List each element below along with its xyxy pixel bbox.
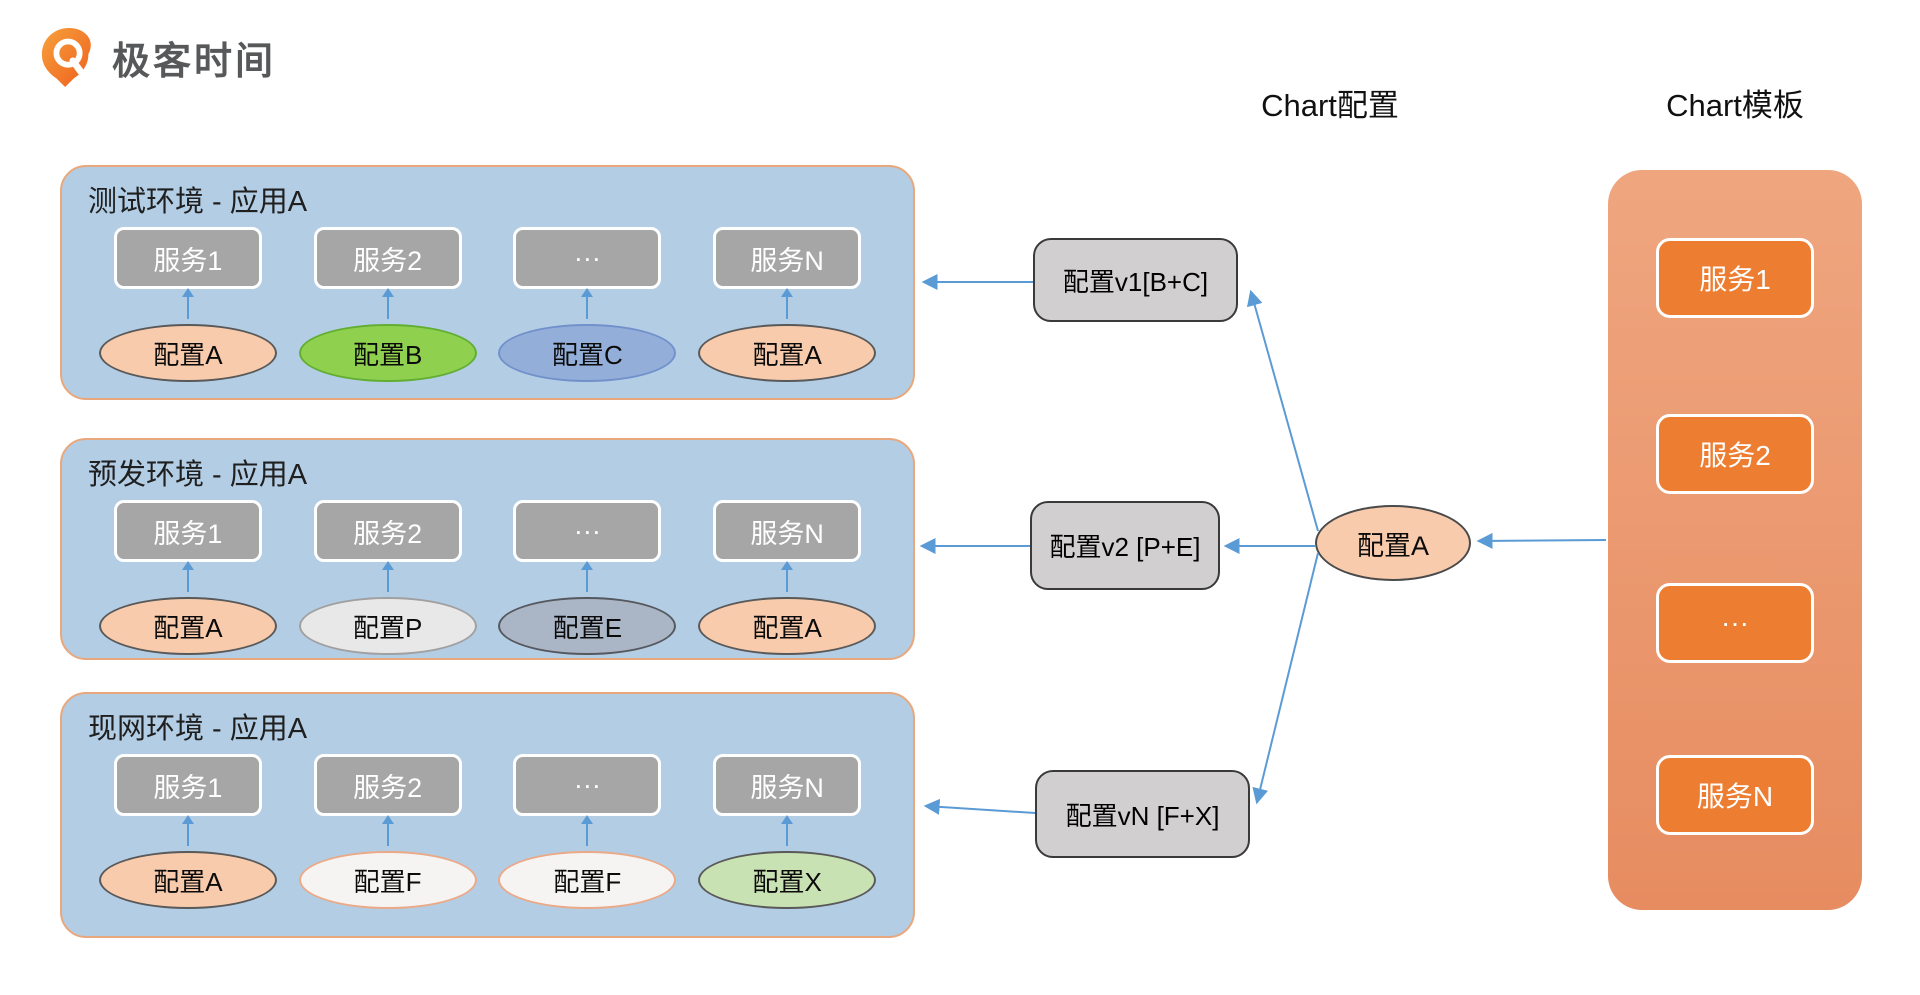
config-ellipse: 配置A	[98, 597, 277, 655]
template-service-box: 服务N	[1656, 755, 1814, 835]
chart-config-header: Chart配置	[1261, 88, 1399, 123]
service-box: 服务2	[313, 500, 462, 562]
config-ellipse: 配置B	[298, 324, 477, 382]
service-box: ···	[513, 754, 662, 816]
template-service-box: 服务2	[1656, 414, 1814, 494]
arrow-template-config-to-vn	[1252, 552, 1319, 805]
env-column: 服务2 配置P	[288, 500, 488, 655]
env-title: 预发环境 - 应用A	[88, 459, 308, 491]
config-ellipse: 配置X	[698, 851, 876, 909]
service-box: 服务1	[113, 227, 262, 289]
up-arrow-icon	[781, 288, 794, 319]
env-box-test: 测试环境 - 应用A 服务1 配置A 服务2 配置B ··· 配置C 服务N 配…	[60, 165, 915, 400]
config-ellipse: 配置A	[698, 597, 876, 655]
env-column: ··· 配置F	[488, 754, 688, 909]
env-title: 现网环境 - 应用A	[88, 713, 308, 745]
service-box: 服务2	[313, 227, 462, 289]
env-column: 服务N 配置A	[687, 500, 887, 655]
env-grid: 服务1 配置A 服务2 配置B ··· 配置C 服务N 配置A	[88, 227, 887, 382]
config-ellipse: 配置A	[98, 851, 277, 909]
logo-text: 极客时间	[112, 40, 277, 83]
up-arrow-icon	[581, 561, 594, 592]
service-box: 服务1	[113, 754, 262, 816]
arrow-template-config-to-v1	[1246, 289, 1319, 532]
service-box: ···	[513, 500, 662, 562]
template-panel: 服务1 服务2 ··· 服务N	[1608, 170, 1862, 910]
service-box: 服务N	[713, 500, 862, 562]
env-column: 服务2 配置B	[288, 227, 488, 382]
up-arrow-icon	[181, 288, 194, 319]
service-box: 服务2	[313, 754, 462, 816]
template-service-box: 服务1	[1656, 238, 1814, 318]
service-box: 服务N	[713, 227, 862, 289]
up-arrow-icon	[781, 561, 794, 592]
env-column: 服务N 配置X	[687, 754, 887, 909]
template-service-box: ···	[1656, 583, 1814, 663]
logo-pin-icon	[41, 27, 91, 88]
geektime-logo: 极客时间	[38, 26, 276, 88]
config-ellipse: 配置P	[298, 597, 477, 655]
config-ellipse: 配置C	[498, 324, 677, 382]
env-box-production: 现网环境 - 应用A 服务1 配置A 服务2 配置F ··· 配置F 服务N 配…	[60, 692, 915, 938]
up-arrow-icon	[381, 288, 394, 319]
up-arrow-icon	[381, 561, 394, 592]
env-column: 服务2 配置F	[288, 754, 488, 909]
service-box: ···	[513, 227, 662, 289]
env-column: 服务1 配置A	[88, 754, 288, 909]
config-version-box-v1: 配置v1[B+C]	[1033, 238, 1238, 322]
config-version-box-v2: 配置v2 [P+E]	[1030, 501, 1220, 590]
config-ellipse: 配置F	[298, 851, 477, 909]
env-box-staging: 预发环境 - 应用A 服务1 配置A 服务2 配置P ··· 配置E 服务N 配…	[60, 438, 915, 660]
up-arrow-icon	[581, 288, 594, 319]
env-column: ··· 配置C	[488, 227, 688, 382]
center-config-ellipse: 配置A	[1315, 505, 1471, 581]
up-arrow-icon	[181, 815, 194, 846]
env-grid: 服务1 配置A 服务2 配置F ··· 配置F 服务N 配置X	[88, 754, 887, 909]
config-ellipse: 配置F	[498, 851, 677, 909]
config-ellipse: 配置A	[698, 324, 876, 382]
service-box: 服务1	[113, 500, 262, 562]
env-title: 测试环境 - 应用A	[88, 186, 308, 218]
config-ellipse: 配置E	[498, 597, 677, 655]
service-box: 服务N	[713, 754, 862, 816]
chart-template-header: Chart模板	[1666, 88, 1804, 123]
up-arrow-icon	[781, 815, 794, 846]
config-version-box-vn: 配置vN [F+X]	[1035, 770, 1250, 858]
arrow-panel-to-template-config	[1476, 532, 1607, 549]
env-column: 服务N 配置A	[687, 227, 887, 382]
config-ellipse: 配置A	[98, 324, 277, 382]
env-column: 服务1 配置A	[88, 227, 288, 382]
env-column: 服务1 配置A	[88, 500, 288, 655]
arrow-vn-to-production-env	[923, 798, 1036, 815]
env-grid: 服务1 配置A 服务2 配置P ··· 配置E 服务N 配置A	[88, 500, 887, 655]
env-column: ··· 配置E	[488, 500, 688, 655]
up-arrow-icon	[381, 815, 394, 846]
up-arrow-icon	[581, 815, 594, 846]
up-arrow-icon	[181, 561, 194, 592]
